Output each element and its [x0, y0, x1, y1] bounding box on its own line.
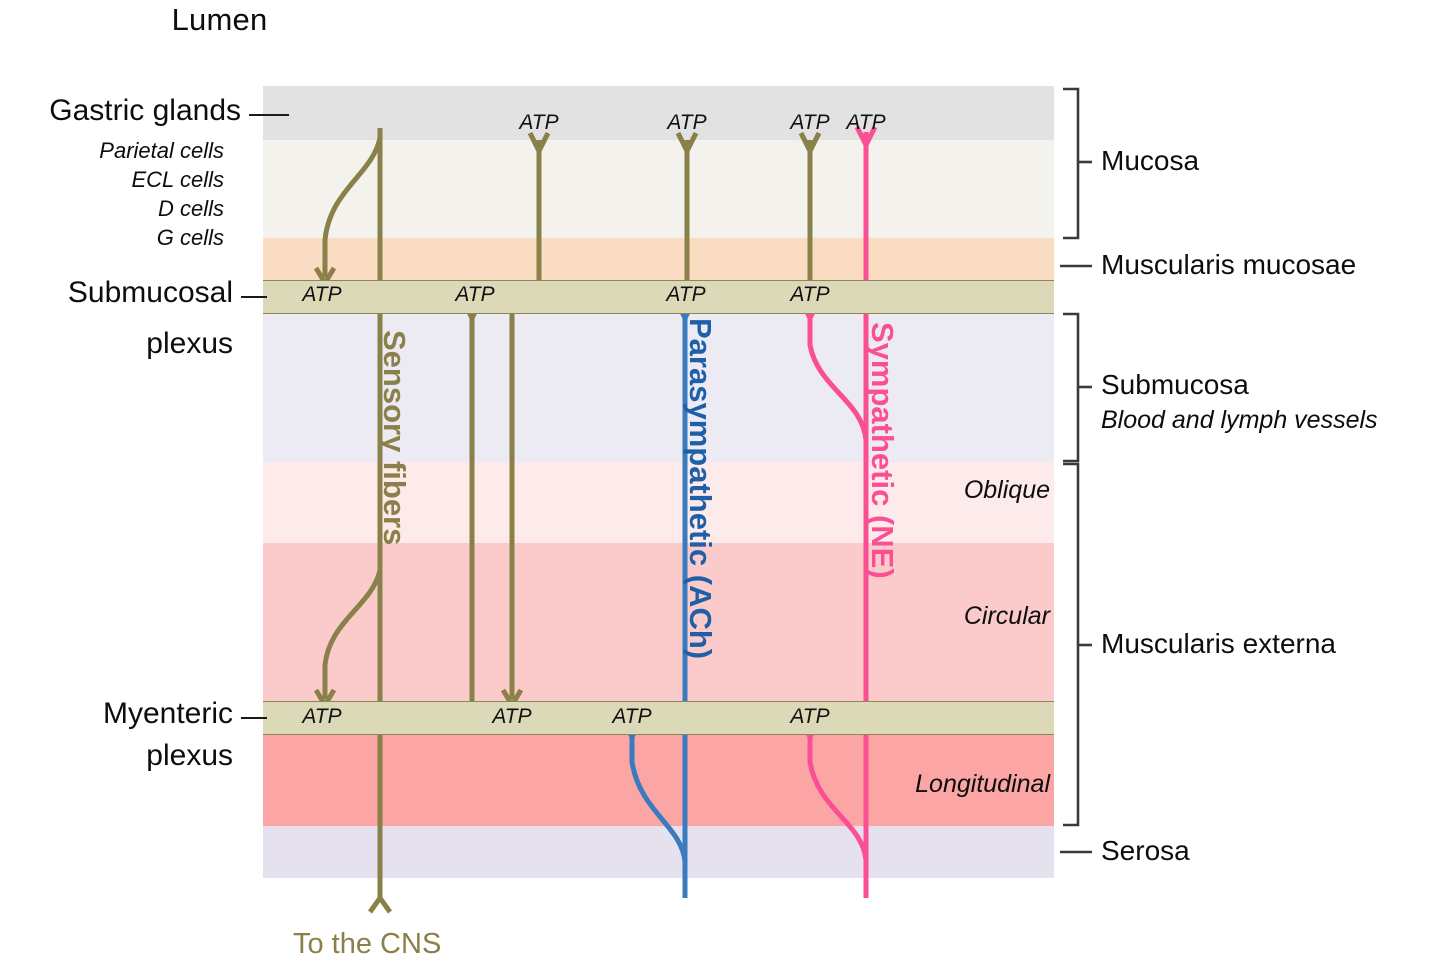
label-g-cells: G cells — [156, 225, 224, 250]
layer-oblique — [263, 462, 1054, 543]
atp-label: ATP — [790, 705, 830, 728]
sympathetic-mucosal-terminal — [854, 125, 878, 151]
label-circular: Circular — [963, 602, 1050, 630]
layer-gastric-glands — [263, 86, 1054, 140]
label-submucosal-plexus-line1: Submucosal — [67, 276, 233, 309]
label-longitudinal: Longitudinal — [915, 770, 1050, 798]
label-oblique: Oblique — [963, 476, 1050, 504]
page-title: Lumen — [0, 2, 1429, 38]
label-muscularis-mucosae: Muscularis mucosae — [1101, 249, 1357, 280]
atp-label: ATP — [790, 111, 830, 134]
layer-submucosal-plexus — [263, 280, 1054, 314]
leader-gastric-glands — [249, 114, 289, 116]
atp-label: ATP — [790, 283, 830, 306]
sensory-branch-lower — [322, 569, 383, 699]
leader-submucosal-plexus — [241, 296, 267, 298]
atp-label: ATP — [302, 283, 342, 306]
page-title-text: Lumen — [171, 2, 268, 37]
leader-myenteric-plexus — [241, 717, 267, 719]
sympathetic-submucosa-branch — [807, 305, 869, 441]
sensory-cns-arrow — [367, 893, 393, 914]
label-d-cells: D cells — [157, 196, 224, 221]
sympathetic-myenteric-branch — [807, 724, 869, 861]
label-ecl-cells: ECL cells — [131, 167, 224, 192]
sensory-mucosal-terminal-2 — [675, 131, 699, 157]
atp-label: ATP — [612, 705, 652, 728]
label-to-the-cns: To the CNS — [293, 928, 442, 960]
layer-muscularis-mucosae — [263, 238, 1054, 280]
label-parietal-cells: Parietal cells — [99, 138, 224, 163]
sensory-branch-upper — [322, 137, 383, 277]
label-myenteric-plexus-line2: plexus — [146, 739, 233, 772]
layer-longitudinal — [263, 733, 1054, 826]
atp-label: ATP — [519, 111, 559, 134]
atp-label: ATP — [666, 283, 706, 306]
bracket-submucosa — [1063, 312, 1080, 463]
label-submucosal-plexus-line2: plexus — [146, 327, 233, 360]
layer-submucosa — [263, 312, 1054, 462]
parasympathetic-myenteric-branch — [629, 724, 688, 863]
atp-label: ATP — [846, 111, 886, 134]
label-muscularis-externa: Muscularis externa — [1101, 628, 1336, 659]
layer-serosa — [263, 826, 1054, 878]
atp-label: ATP — [302, 705, 342, 728]
layer-myenteric-plexus — [263, 701, 1054, 735]
label-blood-and-lymph-vessels: Blood and lymph vessels — [1101, 406, 1378, 434]
layer-mucosa — [263, 140, 1054, 238]
atp-label: ATP — [492, 705, 532, 728]
bracket-mucosa — [1063, 87, 1080, 240]
label-mucosa: Mucosa — [1101, 145, 1200, 176]
label-gastric-glands: Gastric glands — [49, 94, 241, 127]
layer-circular — [263, 543, 1054, 701]
atp-label: ATP — [667, 111, 707, 134]
sensory-mucosal-terminal-3 — [798, 131, 822, 157]
label-myenteric-plexus-line1: Myenteric — [102, 697, 233, 730]
label-serosa: Serosa — [1101, 835, 1190, 866]
sensory-mucosal-terminal-1 — [527, 131, 551, 157]
bracket-muscularis-externa — [1063, 462, 1080, 827]
atp-label: ATP — [455, 283, 495, 306]
label-submucosa: Submucosa — [1101, 369, 1249, 400]
